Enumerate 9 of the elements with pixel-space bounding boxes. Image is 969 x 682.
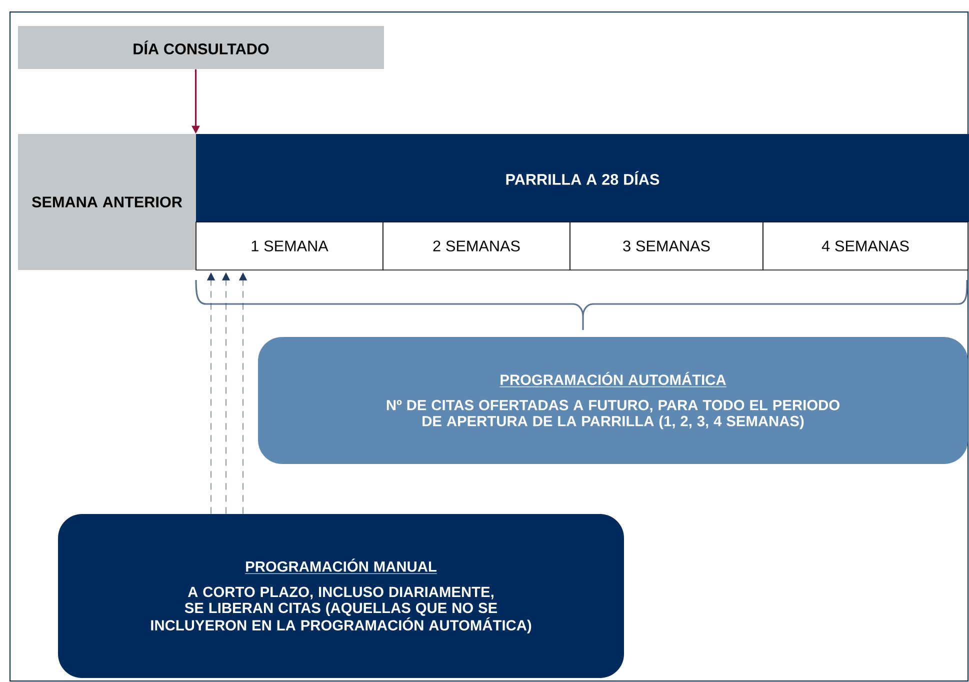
- header-box: DÍA CONSULTADO: [18, 26, 384, 69]
- grid-band: PARRILLA A 28 DÍAS: [196, 134, 969, 222]
- week-cell: 3 SEMANAS: [570, 222, 764, 270]
- week-cell: 1 SEMANA: [196, 222, 384, 270]
- week-box: SEMANA ANTERIOR: [18, 134, 196, 270]
- week-cell: 2 SEMANAS: [382, 222, 570, 270]
- week-cell: 4 SEMANAS: [762, 222, 968, 270]
- info-box: PROGRAMACIÓN AUTOMÁTICA Nº DE CITAS OFERTADAS A FUTURO, PARA TODO EL PERIODO DE APERTURA DE LA PARRILLA (1, 2, 3, 4 SEMANAS): [258, 337, 968, 464]
- info-box: PROGRAMACIÓN MANUAL A CORTO PLAZO, INCLUSO DIARIAMENTE, SE LIBERAN CITAS (AQUELLAS QUE NO SE INCLUYERON EN LA PROGRAMACIÓN AUTOMÁTICA): [58, 514, 624, 678]
